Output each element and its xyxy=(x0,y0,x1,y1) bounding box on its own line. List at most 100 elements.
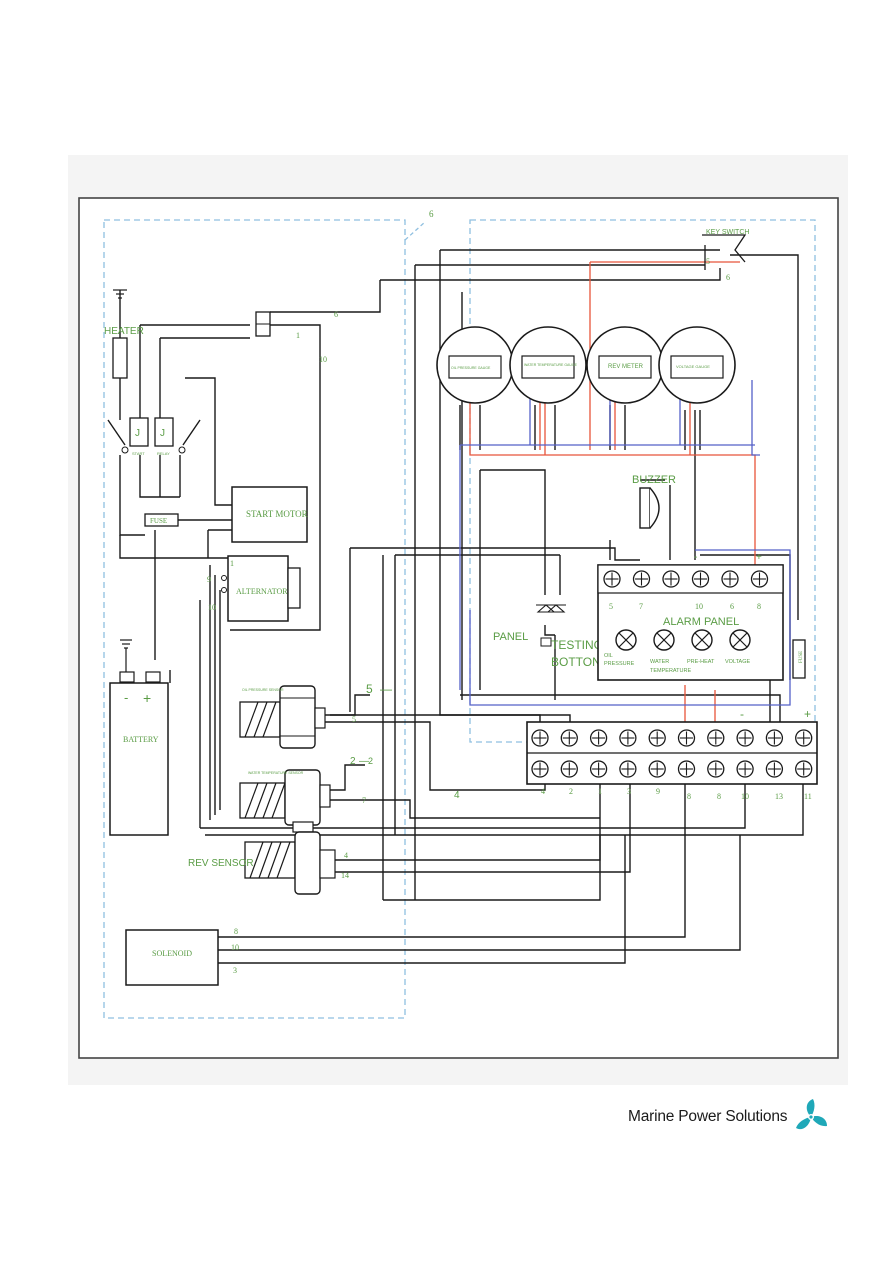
black-wires xyxy=(107,249,804,964)
svg-text:1: 1 xyxy=(598,787,602,796)
svg-text:WATER TEMPERATURE GAUGE: WATER TEMPERATURE GAUGE xyxy=(524,363,578,367)
svg-text:REV METER: REV METER xyxy=(608,364,644,370)
svg-text:6: 6 xyxy=(730,602,734,611)
battery-ground-icon xyxy=(120,639,132,672)
alarm-panel-terminals xyxy=(603,570,769,588)
start-relay xyxy=(129,417,149,447)
svg-text:J: J xyxy=(135,428,140,439)
svg-text:—: — xyxy=(380,682,392,696)
panel-boundary xyxy=(469,219,816,743)
svg-text:8: 8 xyxy=(687,792,691,801)
svg-text:14: 14 xyxy=(341,871,349,880)
svg-text:4: 4 xyxy=(344,851,348,860)
heat-relay xyxy=(154,417,174,447)
svg-text:ALARM PANEL: ALARM PANEL xyxy=(663,616,739,628)
svg-text:OIL PRESSURE SENSOR: OIL PRESSURE SENSOR xyxy=(242,688,284,692)
svg-text:START: START xyxy=(132,451,145,456)
svg-text:—: — xyxy=(359,756,369,767)
svg-text:9: 9 xyxy=(207,575,211,584)
svg-text:START MOTOR: START MOTOR xyxy=(246,509,308,519)
alarm-panel xyxy=(597,564,784,681)
svg-text:10: 10 xyxy=(741,792,749,801)
svg-text:9: 9 xyxy=(656,787,660,796)
heater-element xyxy=(112,337,128,379)
svg-text:7: 7 xyxy=(639,602,643,611)
svg-text:WATER TEMPERATURE SENSOR: WATER TEMPERATURE SENSOR xyxy=(248,771,304,775)
svg-text:FUSE: FUSE xyxy=(799,651,804,663)
svg-text:PRE-HEAT: PRE-HEAT xyxy=(687,659,715,665)
svg-text:10: 10 xyxy=(695,602,703,611)
propeller-logo-icon xyxy=(796,1099,828,1130)
heater-ground-icon xyxy=(113,289,127,299)
svg-text:SOLENOID: SOLENOID xyxy=(152,949,192,958)
svg-text:4: 4 xyxy=(541,787,545,796)
svg-text:J: J xyxy=(160,428,165,439)
brand-footer: Marine Power Solutions xyxy=(628,1097,831,1137)
svg-text:5: 5 xyxy=(352,715,356,724)
svg-text:10: 10 xyxy=(319,355,327,364)
svg-text:REV SENSOR: REV SENSOR xyxy=(188,858,254,869)
svg-text:3: 3 xyxy=(627,787,631,796)
rev-meter-gauge: REV METER xyxy=(586,326,664,404)
svg-text:4: 4 xyxy=(454,790,460,801)
svg-text:OIL: OIL xyxy=(604,653,613,659)
key-switch[interactable] xyxy=(702,234,747,270)
heater-label: HEATER xyxy=(104,326,144,337)
svg-text:3: 3 xyxy=(233,966,237,975)
svg-text:2: 2 xyxy=(350,756,356,767)
svg-text:OIL PRESSURE GAUGE: OIL PRESSURE GAUGE xyxy=(451,366,491,370)
svg-text:PANEL: PANEL xyxy=(493,631,528,643)
svg-text:10: 10 xyxy=(231,943,239,952)
svg-text:+: + xyxy=(756,552,762,563)
svg-text:+: + xyxy=(804,707,811,721)
svg-text:-: - xyxy=(124,690,128,705)
terminal-block-screws xyxy=(531,729,813,778)
svg-text:BOTTON: BOTTON xyxy=(551,655,601,669)
oil-pressure-gauge: OIL PRESSURE GAUGE xyxy=(436,326,514,404)
svg-text:2: 2 xyxy=(569,787,573,796)
svg-text:PRESSURE: PRESSURE xyxy=(604,661,635,667)
testing-button[interactable] xyxy=(536,604,566,647)
oil-pressure-sensor xyxy=(239,685,326,749)
water-temperature-sensor xyxy=(239,769,331,833)
svg-text:1: 1 xyxy=(230,559,234,568)
fuse-right xyxy=(792,639,806,679)
engine-boundary xyxy=(103,219,406,1019)
svg-text:10: 10 xyxy=(208,603,216,612)
svg-text:13: 13 xyxy=(775,792,783,801)
svg-text:VOLTAGE GAUGE: VOLTAGE GAUGE xyxy=(676,364,710,369)
svg-text:+: + xyxy=(143,690,151,706)
svg-text:BUZZER: BUZZER xyxy=(632,474,676,486)
svg-text:RELAY: RELAY xyxy=(157,451,170,456)
fuse-left xyxy=(144,513,179,527)
svg-text:6: 6 xyxy=(726,273,730,282)
svg-text:TEMPERATURE: TEMPERATURE xyxy=(650,668,691,674)
start-motor xyxy=(231,486,308,543)
svg-text:VOLTAGE: VOLTAGE xyxy=(725,659,750,665)
svg-text:11: 11 xyxy=(804,792,812,801)
svg-text:6: 6 xyxy=(334,310,338,319)
svg-text:-: - xyxy=(694,552,697,563)
svg-text:TESTING: TESTING xyxy=(551,638,603,652)
water-temperature-gauge: WATER TEMPERATURE GAUGE xyxy=(509,326,587,404)
alternator xyxy=(227,555,289,622)
alarm-lamps xyxy=(615,629,751,651)
brand-name: Marine Power Solutions xyxy=(628,1108,788,1125)
battery xyxy=(109,682,169,836)
voltage-gauge: VOLTAGE GAUGE xyxy=(658,326,736,404)
svg-text:BATTERY: BATTERY xyxy=(123,735,159,744)
svg-text:8: 8 xyxy=(717,792,721,801)
svg-text:2: 2 xyxy=(368,756,373,766)
svg-text:8: 8 xyxy=(757,602,761,611)
svg-text:WATER: WATER xyxy=(650,659,669,665)
svg-text:KEY SWITCH: KEY SWITCH xyxy=(706,229,749,236)
rev-sensor xyxy=(244,831,336,895)
svg-text:7: 7 xyxy=(362,796,366,805)
svg-text:5: 5 xyxy=(609,602,613,611)
svg-text:8: 8 xyxy=(234,927,238,936)
svg-text:6: 6 xyxy=(429,209,434,219)
svg-text:-: - xyxy=(740,707,744,721)
svg-text:1: 1 xyxy=(296,331,300,340)
svg-text:5: 5 xyxy=(706,257,710,266)
